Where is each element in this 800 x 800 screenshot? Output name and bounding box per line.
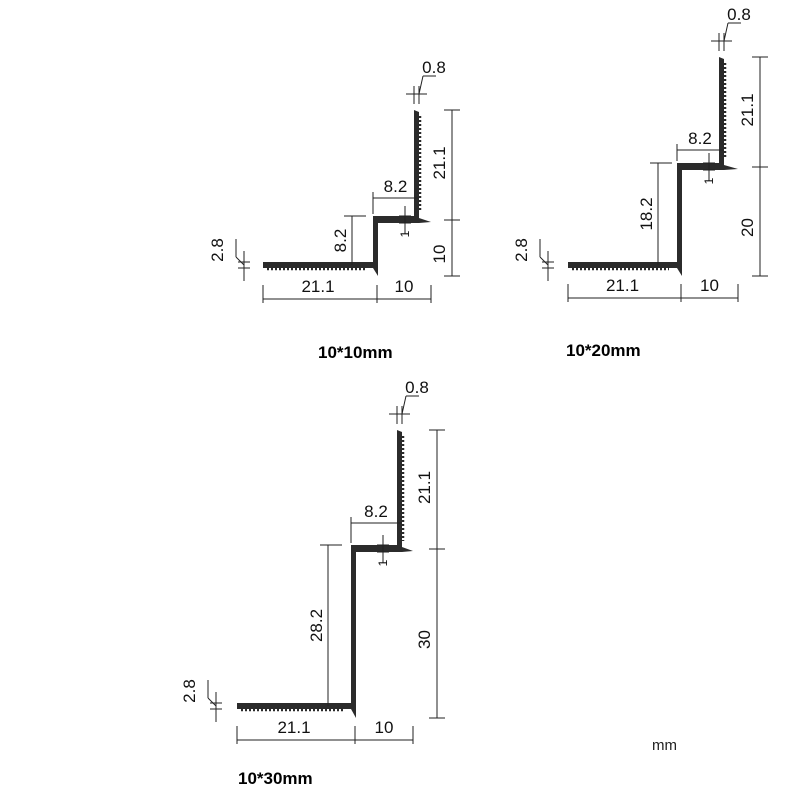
flange-thickness-label: 1 <box>376 559 390 566</box>
dimension-line <box>418 75 424 95</box>
profile-shape <box>568 57 738 276</box>
profile-shape <box>237 430 413 718</box>
lower-height-label: 20 <box>738 218 757 237</box>
step-width-label: 8.2 <box>688 129 712 148</box>
step-width-label: 8.2 <box>384 177 408 196</box>
base-offset-label: 10 <box>375 718 394 737</box>
base-thickness-label: 2.8 <box>208 238 227 262</box>
step-depth-label: 28.2 <box>307 609 326 642</box>
dimension-line <box>539 256 549 266</box>
base-length-label: 21.1 <box>301 277 334 296</box>
base-offset-label: 10 <box>395 277 414 296</box>
base-thickness-label: 2.8 <box>180 679 199 703</box>
profile-shape <box>263 110 431 276</box>
dimension-line <box>723 22 729 42</box>
thickness-label: 0.8 <box>422 58 446 77</box>
step-width-label: 8.2 <box>364 502 388 521</box>
lower-height-label: 10 <box>430 245 449 264</box>
step-depth-label: 18.2 <box>637 197 656 230</box>
flange-thickness-label: 1 <box>398 230 412 237</box>
dimension-line <box>401 395 407 415</box>
thickness-label: 0.8 <box>405 378 429 397</box>
unit-label: mm <box>652 737 677 754</box>
step-depth-label: 8.2 <box>331 229 350 253</box>
profile-10x10: 0.8 21.1 10 8.2 8.2 1 2.8 21.1 10 10*10mm <box>208 58 460 362</box>
thickness-label: 0.8 <box>727 5 751 24</box>
dimension-line <box>235 256 245 266</box>
lower-height-label: 30 <box>415 630 434 649</box>
base-length-label: 21.1 <box>606 276 639 295</box>
profile-title: 10*20mm <box>566 341 641 360</box>
profile-title: 10*30mm <box>238 769 313 788</box>
base-thickness-label: 2.8 <box>512 238 531 262</box>
base-offset-label: 10 <box>700 276 719 295</box>
upper-height-label: 21.1 <box>738 93 757 126</box>
base-length-label: 21.1 <box>277 718 310 737</box>
profile-10x30: 0.8 21.1 30 8.2 28.2 1 2.8 21.1 10 10*30mm <box>180 378 445 788</box>
flange-thickness-label: 1 <box>702 177 716 184</box>
upper-height-label: 21.1 <box>415 471 434 504</box>
profile-title: 10*10mm <box>318 343 393 362</box>
upper-height-label: 21.1 <box>430 146 449 179</box>
profile-10x20: 0.8 21.1 20 8.2 18.2 1 2.8 21.1 10 10*20mm <box>512 5 768 360</box>
dimension-line <box>207 697 217 707</box>
